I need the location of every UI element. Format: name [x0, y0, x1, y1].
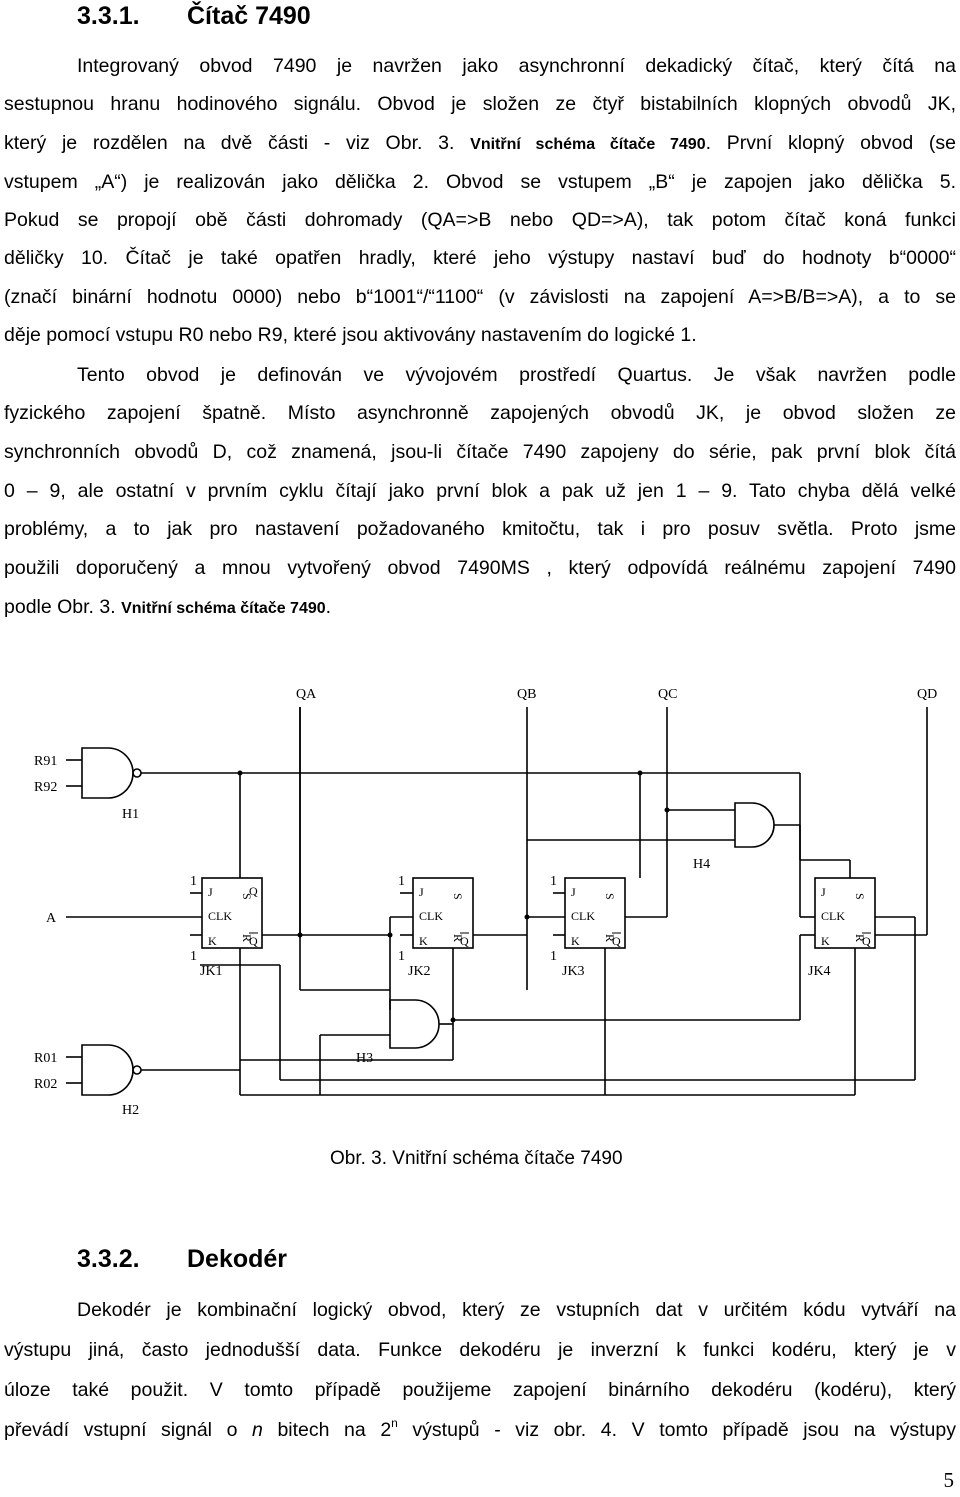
italic-n: n [252, 1419, 263, 1441]
logic-one-label: 1 [398, 949, 405, 964]
ff-label-jk2: JK2 [408, 964, 431, 979]
gate-h1-bubble [132, 768, 142, 778]
gate-label-h3: H3 [356, 1051, 373, 1066]
ff-label-jk4: JK4 [808, 964, 831, 979]
ff-label-jk3: JK3 [562, 964, 585, 979]
paragraph-line: Integrovaný obvod 7490 je navržen jako a… [77, 55, 956, 77]
figure-reference: Vnitřní schéma čítače 7490 [470, 136, 706, 153]
pin-r: R [603, 934, 617, 942]
gate-label-h4: H4 [693, 857, 710, 872]
text-span: výstupů - viz obr. 4. V tomto případě js… [397, 1419, 956, 1441]
paragraph-line: vstupem „A“) je realizován jako dělička … [4, 171, 956, 193]
input-label-r02: R02 [34, 1077, 57, 1092]
paragraph-line: sestupnou hranu hodinového signálu. Obvo… [4, 93, 956, 115]
gate-label-h2: H2 [122, 1103, 139, 1118]
logic-one-label: 1 [550, 874, 557, 889]
paragraph-line: podle Obr. 3. Vnitřní schéma čítače 7490… [4, 595, 956, 621]
flipflop-jk2 [412, 877, 474, 949]
gate-h4 [734, 802, 775, 848]
superscript-n: n [391, 1416, 398, 1430]
flipflop-jk4 [814, 877, 876, 949]
flipflop-jk3 [564, 877, 626, 949]
figure-reference: Vnitřní schéma čítače 7490 [121, 600, 326, 617]
pin-clk: CLK [419, 909, 443, 923]
pin-k: K [419, 934, 428, 948]
pin-j: J [419, 885, 424, 899]
page-number: 5 [943, 1468, 955, 1492]
gate-label-h1: H1 [122, 807, 139, 822]
paragraph-line: fyzického zapojení špatně. Místo asynchr… [4, 402, 956, 424]
pin-r: R [451, 934, 465, 942]
section-title: Dekodér [187, 1245, 288, 1273]
gate-h3 [389, 999, 440, 1049]
text-span: převádí vstupní signál o [4, 1419, 253, 1441]
circuit-diagram: QA QB QC QD R91 R92 A R01 R02 H1 H2 H3 H… [34, 687, 937, 1118]
pin-k: K [821, 934, 830, 948]
pin-j: J [571, 885, 576, 899]
pin-r: R [240, 934, 254, 942]
ff-label-jk1: JK1 [200, 964, 223, 979]
paragraph-line: použili doporučený a mnou vytvořený obvo… [4, 557, 956, 579]
input-label-a: A [46, 911, 57, 926]
logic-one-label: 1 [190, 874, 197, 889]
section-number: 3.3.2. [77, 1245, 140, 1273]
pin-clk: CLK [571, 909, 595, 923]
pin-qbar: Q [249, 934, 258, 948]
figure-caption: Obr. 3. Vnitřní schéma čítače 7490 [330, 1148, 623, 1169]
logic-one-label: 1 [398, 874, 405, 889]
paragraph-line: výstupu jiná, často jednodušší data. Fun… [4, 1339, 956, 1361]
pin-s: S [451, 893, 465, 900]
text-span: podle Obr. 3. [4, 596, 116, 618]
paragraph-line: synchronních obvodů D, což znamená, jsou… [4, 441, 956, 463]
output-label-qb: QB [517, 687, 536, 702]
paragraph-line: Pokud se propojí obě části dohromady (QA… [4, 209, 956, 231]
pin-qbar: Q [862, 934, 871, 948]
pin-j: J [208, 885, 213, 899]
gate-h2-bubble [132, 1065, 142, 1075]
output-label-qc: QC [658, 687, 677, 702]
pin-qbar: Q [612, 934, 621, 948]
paragraph-line: Dekodér je kombinační logický obvod, kte… [77, 1299, 956, 1321]
logic-one-label: 1 [550, 949, 557, 964]
paragraph-line: (značí binární hodnotu 0000) nebo b“1001… [4, 286, 956, 308]
pin-clk: CLK [208, 909, 232, 923]
paragraph-line: Tento obvod je definován ve vývojovém pr… [77, 364, 956, 386]
text-span: . První klopný obvod (se [705, 132, 957, 154]
pin-k: K [208, 934, 217, 948]
gate-h2 [81, 1044, 134, 1096]
text-span: . [325, 596, 332, 618]
section-number: 3.3.1. [77, 2, 140, 30]
gate-h1 [81, 747, 134, 799]
pin-s: S [603, 893, 617, 900]
pin-s: S [853, 893, 867, 900]
pin-qbar: Q [460, 934, 469, 948]
paragraph-line: převádí vstupní signál o n bitech na 2n … [4, 1416, 956, 1442]
paragraph-line: který je rozdělen na dvě části - viz Obr… [4, 131, 956, 157]
output-label-qd: QD [917, 687, 937, 702]
section-title: Čítač 7490 [187, 2, 311, 30]
paragraph-line: 0 – 9, ale ostatní v prvním cyklu čítají… [4, 480, 956, 502]
input-label-r01: R01 [34, 1051, 57, 1066]
paragraph-line: děje pomocí vstupu R0 nebo R9, které jso… [4, 324, 697, 346]
paragraph-line: děličky 10. Čítač je také opatřen hradly… [4, 247, 956, 269]
pin-k: K [571, 934, 580, 948]
pin-q: Q [249, 884, 258, 898]
text-span: bitech na 2 [262, 1419, 392, 1441]
flipflop-jk1 [201, 877, 263, 949]
output-label-qa: QA [296, 687, 317, 702]
pin-s: S [240, 893, 254, 900]
input-label-r91: R91 [34, 754, 57, 769]
paragraph-line: úloze také použit. V tomto případě použi… [4, 1379, 956, 1401]
logic-one-label: 1 [190, 949, 197, 964]
input-label-r92: R92 [34, 780, 57, 795]
pin-j: J [821, 885, 826, 899]
paragraph-line: problémy, a to jak pro nastavení požadov… [4, 518, 956, 540]
pin-clk: CLK [821, 909, 845, 923]
text-span: který je rozdělen na dvě části - viz Obr… [4, 132, 455, 154]
pin-r: R [853, 934, 867, 942]
